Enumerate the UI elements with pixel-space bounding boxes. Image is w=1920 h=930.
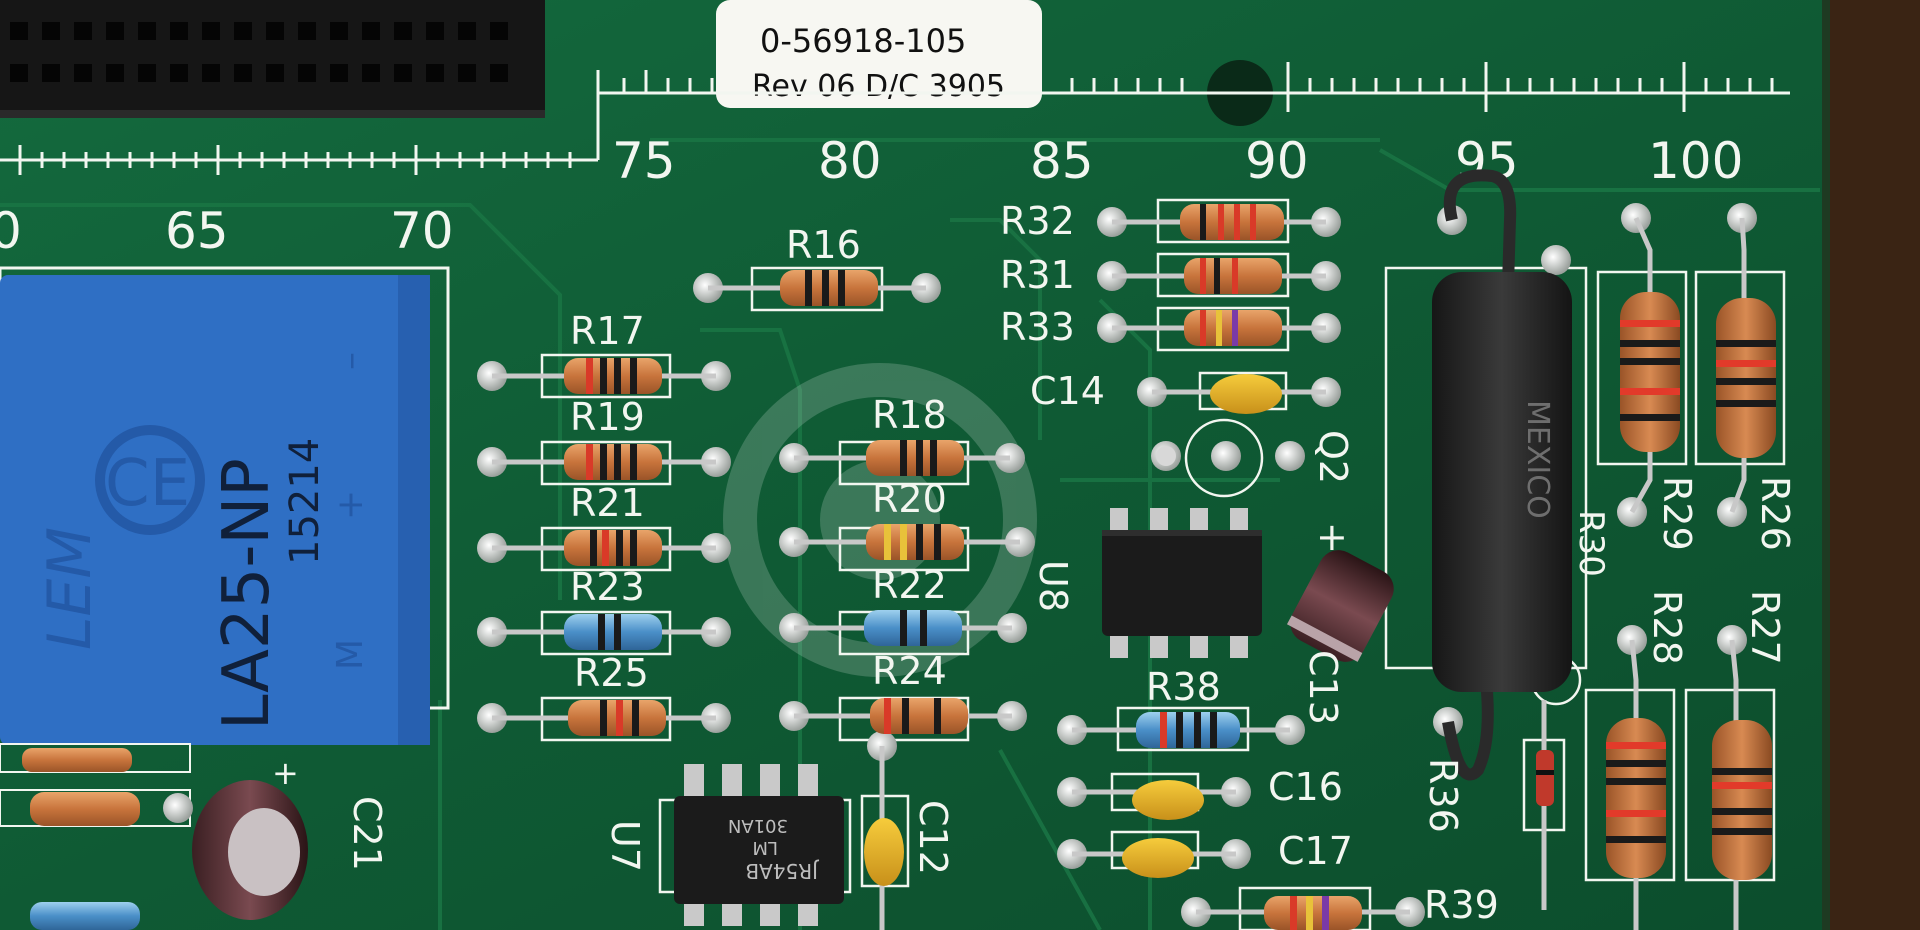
ref-c14: C14 [1030,369,1105,413]
board-edge-wood [1822,0,1920,930]
power-resistor-marking: MEXICO [1520,400,1555,519]
ref-r21: R21 [570,481,645,525]
sensor-ce-mark: CE [105,447,190,521]
ruler-num-65: 65 [165,202,229,260]
ic-u8 [1102,508,1262,658]
ref-r25: R25 [574,651,649,695]
ref-r29: R29 [1655,476,1699,551]
ref-r30: R30 [1571,510,1611,577]
left-partial-components [0,743,193,930]
ref-r18: R18 [872,393,947,437]
ref-r19: R19 [570,395,645,439]
pin-header-connector [0,0,545,118]
ref-r20: R20 [872,477,947,521]
sensor-code: 15214 [282,438,328,565]
ruler-num-90: 90 [1245,132,1309,190]
ruler-num-70: 70 [390,202,454,260]
ref-c12: C12 [911,800,955,875]
label-sticker: 0-56918-105 Rev 06 D/C 3905 [716,0,1042,108]
u7-marking-1: JR54AB [745,859,820,883]
ref-c16: C16 [1268,765,1343,809]
ref-r32: R32 [1000,199,1075,243]
power-resistor: MEXICO [1432,169,1572,781]
sensor-brand: LEM [35,527,105,650]
resistor-bodies [492,204,1410,930]
ruler-num-100: 100 [1648,132,1743,190]
ref-r33: R33 [1000,305,1075,349]
ref-r16: R16 [786,223,861,267]
u7-marking-3: 301AN [728,815,788,836]
sensor-minus: – [330,352,371,370]
ref-r17: R17 [570,309,645,353]
ruler-num-80: 80 [818,132,882,190]
solder-pads [477,203,1757,927]
ref-r27: R27 [1743,590,1787,665]
ref-r31: R31 [1000,253,1075,297]
current-sensor: LEM CE LA25-NP 15214 + M – [0,266,450,745]
sensor-m: M [330,639,371,670]
electrolytic-capacitors [192,550,1394,920]
ic-u7: JR54AB LM 301AN [674,764,844,926]
ceramic-capacitors [864,374,1326,930]
ref-r38: R38 [1146,665,1221,709]
sensor-plus: + [330,490,371,520]
ruler-num-85: 85 [1030,132,1094,190]
label-line-1: 0-56918-105 [760,22,966,60]
ref-r22: R22 [872,563,947,607]
ref-u8: U8 [1031,560,1075,612]
ref-r24: R24 [872,649,947,693]
ref-r23: R23 [570,565,645,609]
ruler-num-60: 0 [0,202,22,260]
ref-c21: C21 [345,796,389,871]
ruler-scale [0,62,1790,175]
ref-c17: C17 [1278,829,1353,873]
polarity-plus-c21: + [272,754,299,792]
ref-r28: R28 [1645,590,1689,665]
u7-marking-2: LM [752,837,778,858]
ref-q2: Q2 [1311,430,1355,484]
polarity-plus: + [1316,515,1348,559]
label-line-2: Rev 06 D/C 3905 [752,69,1005,104]
ref-r26: R26 [1753,476,1797,551]
vertical-resistors [1536,216,1776,930]
ref-r39: R39 [1424,883,1499,927]
ref-c13: C13 [1301,650,1345,725]
sensor-model: LA25-NP [210,458,284,730]
ref-u7: U7 [603,820,647,872]
ref-r36: R36 [1421,758,1465,833]
ruler-num-75: 75 [612,132,676,190]
transistor-q2-footprint [1156,446,1176,466]
